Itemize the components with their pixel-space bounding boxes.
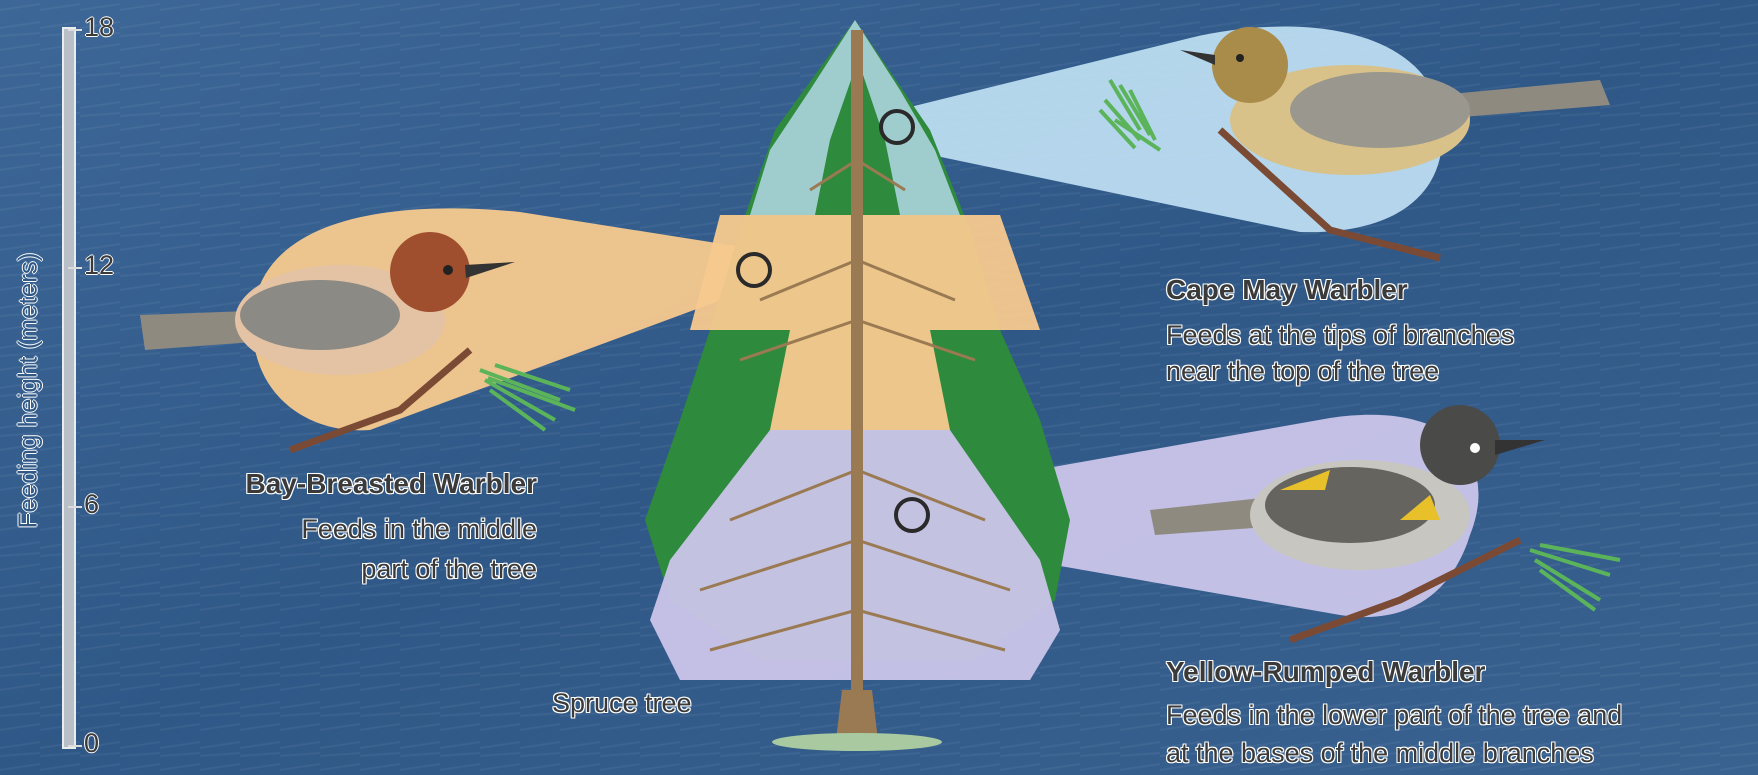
axis-title: Feeding height (meters) (13, 241, 44, 541)
tree-ground (772, 733, 942, 751)
cape-may-eye (1236, 54, 1244, 62)
cape-may-head (1212, 27, 1288, 103)
cape-may-desc-line-1: Feeds at the tips of branches (1166, 318, 1514, 352)
bay-breasted-eye (443, 265, 453, 275)
bay-breasted-desc-line-2: part of the tree (361, 552, 537, 586)
yellow-rumped-desc-line-2: at the bases of the middle branches (1166, 736, 1594, 770)
bay-breasted-desc-line-1: Feeds in the middle (301, 512, 537, 546)
tick-label-12: 12 (84, 250, 114, 281)
axis-bar (63, 28, 75, 748)
yellow-rumped-name: Yellow-Rumped Warbler (1166, 656, 1485, 688)
tick-label-0: 0 (84, 728, 99, 759)
bay-breasted-name: Bay-Breasted Warbler (245, 468, 537, 500)
tree-trunk-base (836, 690, 878, 740)
yellow-rumped-wing (1265, 467, 1435, 543)
bay-breasted-wing (240, 280, 400, 350)
yellow-rumped-desc-line-1: Feeds in the lower part of the tree and (1166, 698, 1622, 732)
spruce-tree-label: Spruce tree (552, 686, 692, 720)
tree-trunk (851, 30, 863, 720)
yellow-rumped-head (1420, 405, 1500, 485)
tick-label-6: 6 (84, 489, 99, 520)
cape-may-desc-line-2: near the top of the tree (1166, 354, 1439, 388)
yellow-rumped-eye (1470, 443, 1480, 453)
tick-label-18: 18 (84, 12, 114, 43)
cape-may-name: Cape May Warbler (1166, 274, 1408, 306)
cape-may-wing (1290, 72, 1470, 148)
tree-zone-middle (690, 215, 1040, 330)
bay-breasted-head (390, 232, 470, 312)
